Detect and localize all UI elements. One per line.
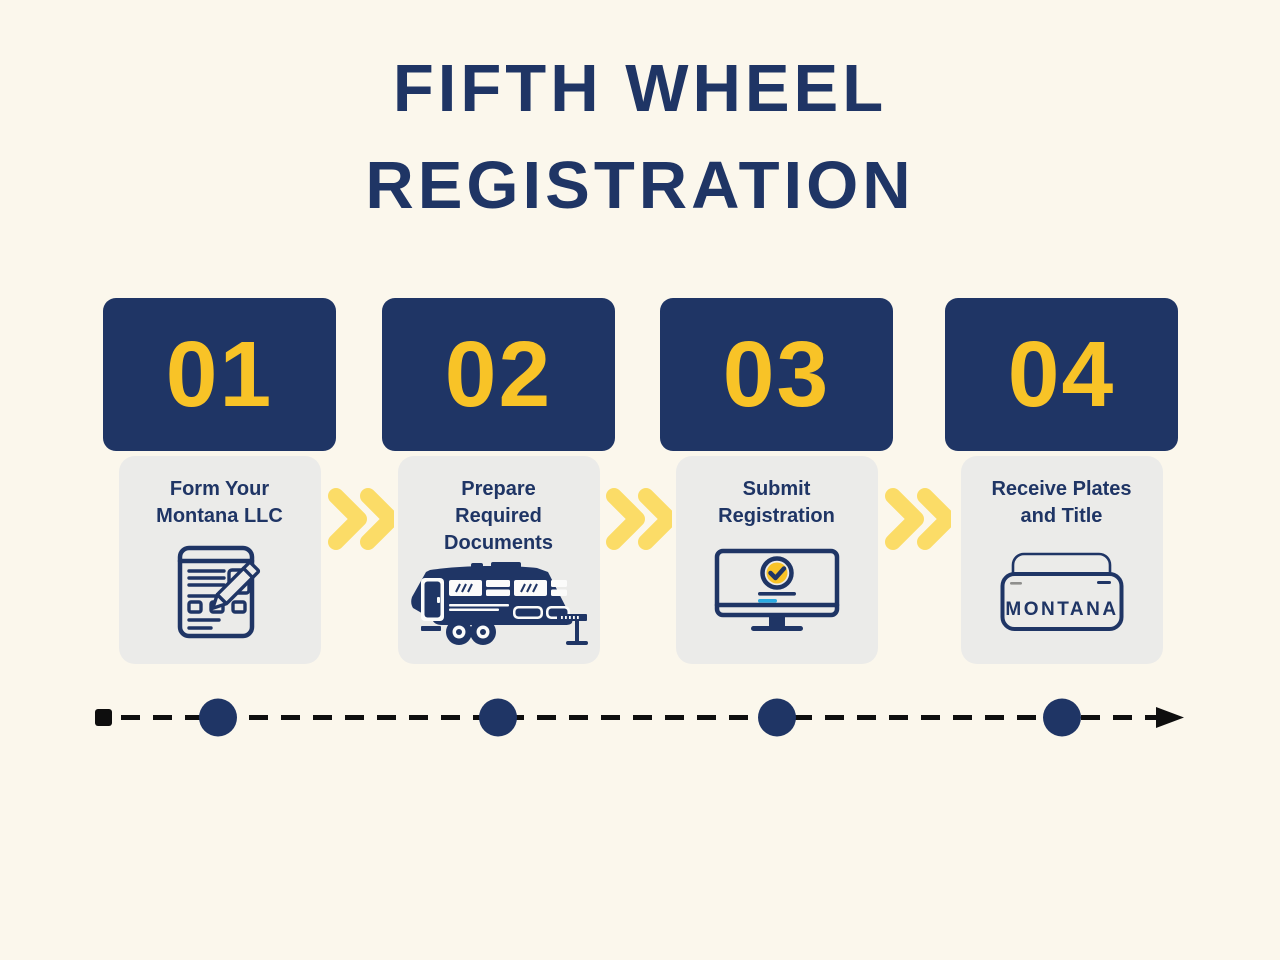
step-4-number: 04 [1007, 322, 1116, 426]
timeline-dot-4 [1043, 698, 1081, 737]
step-2-icon-box [409, 557, 589, 664]
double-chevron-icon-2 [606, 488, 672, 550]
timeline-arrowhead [1156, 707, 1184, 728]
step-card-4: 04 Receive Plates and Title MONTANA [945, 298, 1178, 664]
step-1-label: Form Your Montana LLC [156, 478, 283, 527]
step-2-info-card: Prepare Required Documents [397, 456, 600, 664]
page-title-line2: REGISTRATION [365, 148, 915, 223]
timeline-dot-1 [199, 698, 237, 737]
step-2-label: Prepare Required Documents [444, 478, 553, 554]
step-3-label: Submit Registration [718, 478, 835, 527]
step-card-3: 03 Submit Registration [660, 298, 893, 664]
step-3-icon-box [714, 530, 840, 664]
step-2-number: 02 [444, 322, 553, 426]
page-title: FIFTH WHEEL REGISTRATION [0, 40, 1280, 234]
step-2-number-badge: 02 [382, 298, 615, 451]
license-plate-icon: MONTANA [1000, 552, 1123, 631]
step-4-info-card: Receive Plates and Title MONTANA [960, 456, 1163, 664]
step-1-info-card: Form Your Montana LLC [118, 456, 321, 664]
step-4-label: Receive Plates and Title [991, 478, 1132, 527]
rv-trailer-icon [410, 561, 588, 645]
page-title-line1: FIFTH WHEEL [392, 51, 888, 126]
step-4-number-badge: 04 [945, 298, 1178, 451]
timeline [95, 698, 1184, 737]
timeline-dot-2 [479, 698, 517, 737]
timeline-start-square [95, 709, 112, 726]
double-chevron-icon-3 [885, 488, 951, 550]
step-3-number: 03 [722, 322, 831, 426]
double-chevron-icon-1 [328, 488, 394, 550]
form-pencil-icon [177, 545, 260, 639]
step-4-icon-box: MONTANA [1000, 530, 1124, 664]
step-1-number-badge: 01 [103, 298, 336, 451]
timeline-dot-3 [758, 698, 796, 737]
step-3-number-badge: 03 [660, 298, 893, 451]
monitor-check-icon [714, 548, 839, 631]
step-1-number: 01 [165, 322, 274, 426]
step-card-1: 01 Form Your Montana LLC [103, 298, 336, 664]
step-1-icon-box [176, 530, 264, 664]
step-card-2: 02 Prepare Required Documents [382, 298, 615, 664]
step-3-info-card: Submit Registration [675, 456, 878, 664]
license-plate-state-text: MONTANA [1005, 599, 1118, 620]
